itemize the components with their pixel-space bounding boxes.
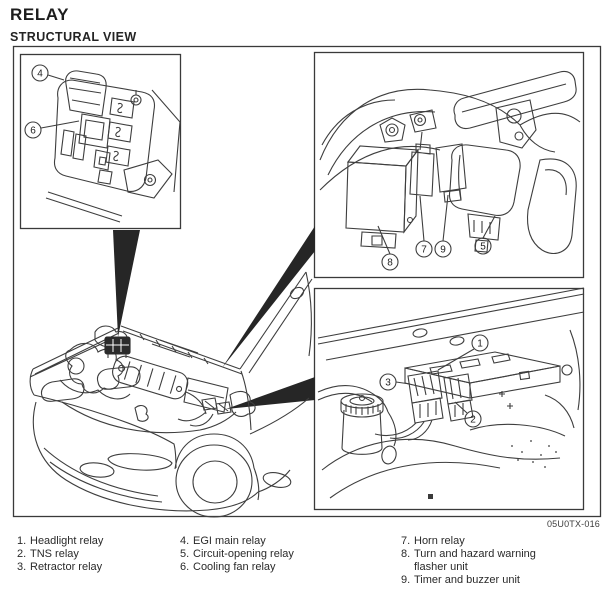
legend-number: 9. [401, 574, 411, 586]
print-mark [428, 494, 433, 499]
legend-item-8: 8. Turn and hazard warning flasher unit [401, 548, 561, 574]
underdash-callout-numbers: 8 7 9 5 [387, 242, 486, 269]
leader-triangles [113, 226, 315, 409]
legend-number: 4. [180, 535, 190, 547]
callout-5-badge [474, 237, 492, 255]
legend-label: Turn and hazard warning flasher unit [414, 548, 536, 573]
callout-number-8: 8 [387, 258, 393, 269]
legend-label: Circuit-opening relay [193, 548, 294, 560]
legend-number: 6. [180, 561, 190, 573]
callout-number-5: 5 [480, 242, 486, 253]
callout-number-3: 3 [385, 378, 391, 389]
legend-item-5: 5. Circuit-opening relay [180, 548, 350, 561]
legend-item-3: 3. Retractor relay [17, 561, 167, 574]
legend-item-1: 1. Headlight relay [17, 535, 167, 548]
legend-number: 8. [401, 548, 411, 560]
callout-6-badge [24, 121, 42, 139]
callout-9-badge [434, 240, 452, 258]
figure-code: 05U0TX-016 [546, 519, 600, 529]
legend-label: Headlight relay [30, 535, 104, 547]
callout-7-badge [415, 240, 433, 258]
callout-4-badge [31, 64, 49, 82]
callout-number-6: 6 [30, 126, 36, 137]
callout-1-badge [471, 334, 489, 352]
inset-engine-bay-diagram [317, 287, 585, 499]
legend-item-9: 9. Timer and buzzer unit [401, 574, 561, 587]
figure-frames [12, 45, 602, 518]
legend-number: 5. [180, 548, 190, 560]
legend-label: EGI main relay [193, 535, 266, 547]
legend-number: 1. [17, 535, 27, 547]
legend-column-2: 4. EGI main relay 5. Circuit-opening rel… [180, 535, 350, 574]
legend-item-2: 2. TNS relay [17, 548, 167, 561]
page-title: RELAY [10, 5, 70, 24]
car-overview-diagram [29, 271, 313, 518]
callout-2-badge [464, 410, 482, 428]
legend-item-6: 6. Cooling fan relay [180, 561, 350, 574]
legend-number: 2. [17, 548, 27, 560]
callout-number-2: 2 [470, 415, 476, 426]
fusebox-callout-numbers: 4 6 [30, 69, 43, 137]
callout-8-badge [381, 253, 399, 271]
engine-bay-callout-numbers: 1 3 2 [385, 339, 483, 426]
legend-item-4: 4. EGI main relay [180, 535, 350, 548]
legend-label: Timer and buzzer unit [414, 574, 520, 586]
callout-number-1: 1 [477, 339, 483, 350]
legend-label: Horn relay [414, 535, 465, 547]
callout-number-7: 7 [421, 245, 427, 256]
legend-item-7: 7. Horn relay [401, 535, 561, 548]
engine-bay-stipple [428, 440, 557, 499]
legend-label: Retractor relay [30, 561, 103, 573]
legend-number: 3. [17, 561, 27, 573]
legend-number: 7. [401, 535, 411, 547]
legend-column-3: 7. Horn relay 8. Turn and hazard warning… [401, 535, 561, 587]
inset-under-dash-diagram [319, 70, 581, 271]
leader-to-cowl [222, 226, 315, 368]
callout-number-9: 9 [440, 245, 446, 256]
callout-number-4: 4 [37, 69, 43, 80]
leader-to-fusebox [113, 230, 140, 337]
legend-label: Cooling fan relay [193, 561, 276, 573]
legend-label: TNS relay [30, 548, 79, 560]
page-subtitle: STRUCTURAL VIEW [10, 30, 137, 44]
inset-fuse-box-diagram [24, 64, 181, 223]
legend-column-1: 1. Headlight relay 2. TNS relay 3. Retra… [17, 535, 167, 574]
callout-3-badge [379, 373, 397, 391]
